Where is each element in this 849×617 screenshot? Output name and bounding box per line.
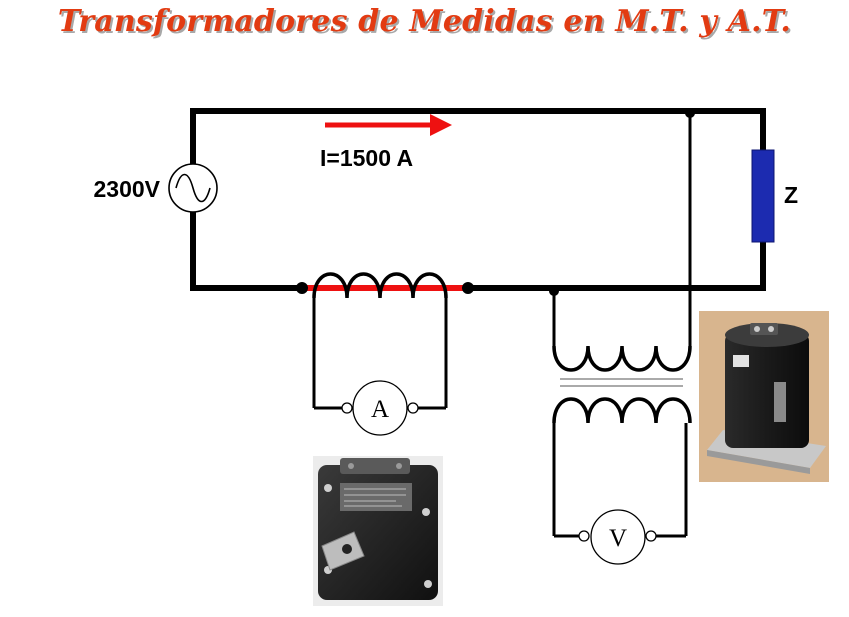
voltage-transformer-photo <box>699 311 829 482</box>
vt-primary-coil <box>552 345 692 372</box>
sine-wave-icon <box>175 173 211 203</box>
load-impedance <box>751 149 775 243</box>
current-arrow-icon <box>325 114 452 136</box>
voltmeter-terminal <box>645 530 657 542</box>
voltmeter-label: V <box>609 525 627 552</box>
vt-core <box>560 378 683 387</box>
ammeter-terminal <box>341 402 353 414</box>
ct-coil <box>312 272 448 299</box>
current-transformer-photo <box>313 456 443 606</box>
ammeter-symbol <box>352 380 408 436</box>
junction-dot <box>462 282 474 294</box>
source-voltage-label: 2300V <box>93 176 160 202</box>
current-label: I=1500 A <box>320 145 413 171</box>
load-label: Z <box>784 182 798 208</box>
junction-dot <box>296 282 308 294</box>
vt-primary-leads <box>552 113 692 346</box>
ammeter-label: A <box>371 396 389 423</box>
voltmeter-terminal <box>578 530 590 542</box>
page-title: Transformadores de Medidas en M.T. y A.T… <box>57 4 792 39</box>
voltmeter: V <box>578 509 657 565</box>
voltmeter-symbol <box>590 509 646 565</box>
voltmeter-circuit <box>552 423 688 538</box>
ac-source <box>168 163 218 213</box>
main-circuit <box>190 108 766 291</box>
ammeter-terminal <box>407 402 419 414</box>
junction-dots <box>296 108 695 296</box>
vt-secondary-coil <box>552 397 692 424</box>
ammeter: A <box>341 380 419 436</box>
ammeter-circuit <box>312 298 448 410</box>
